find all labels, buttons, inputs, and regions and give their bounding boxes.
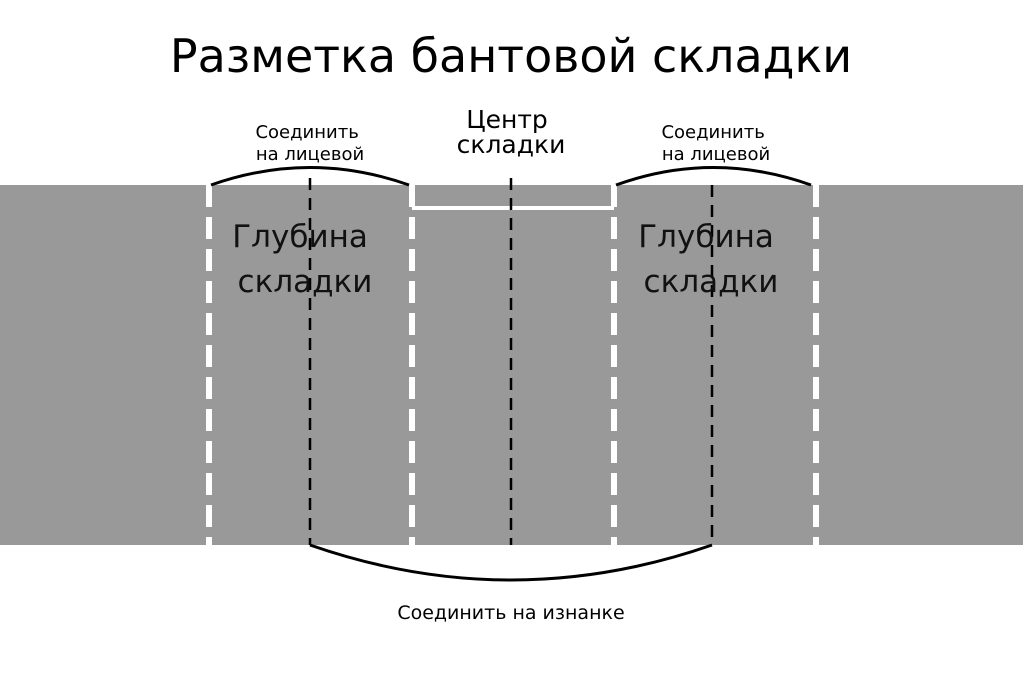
label-join-right-side-left: Соединить на лицевой xyxy=(255,122,364,165)
placement-lines-black xyxy=(308,178,714,545)
diagram-title: Разметка бантовой складки xyxy=(170,29,852,83)
join-arc-bottom xyxy=(309,543,713,582)
join-arc-right xyxy=(615,166,812,187)
label-fold-depth-left: Глубина складки xyxy=(232,219,377,300)
label-join-wrong-side: Соединить на изнанке xyxy=(397,602,624,624)
fold-lines-white xyxy=(206,185,819,545)
label-fold-center: Центр складки xyxy=(457,105,566,159)
join-arc-left xyxy=(210,166,410,187)
label-fold-depth-right: Глубина складки xyxy=(638,219,783,300)
label-join-right-side-right: Соединить на лицевой xyxy=(661,122,770,165)
